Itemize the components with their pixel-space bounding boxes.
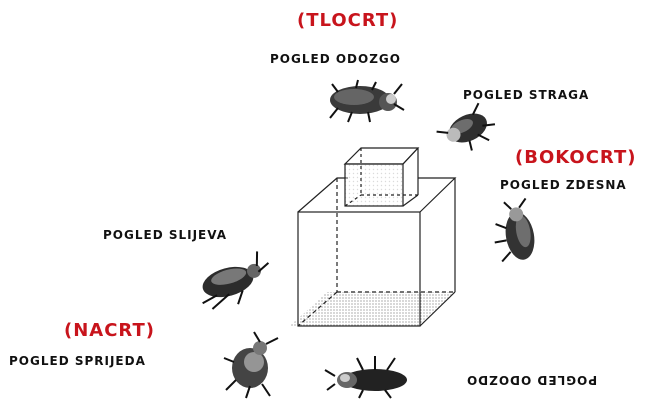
beetle-icon-front [224, 332, 278, 398]
beetle-icon-back [433, 101, 501, 161]
beetle-icon-right [488, 198, 538, 264]
small-box [345, 148, 418, 206]
beetle-icon-left [193, 249, 276, 313]
beetle-icon-top [330, 80, 404, 122]
beetle-icon-bottom [325, 356, 407, 398]
